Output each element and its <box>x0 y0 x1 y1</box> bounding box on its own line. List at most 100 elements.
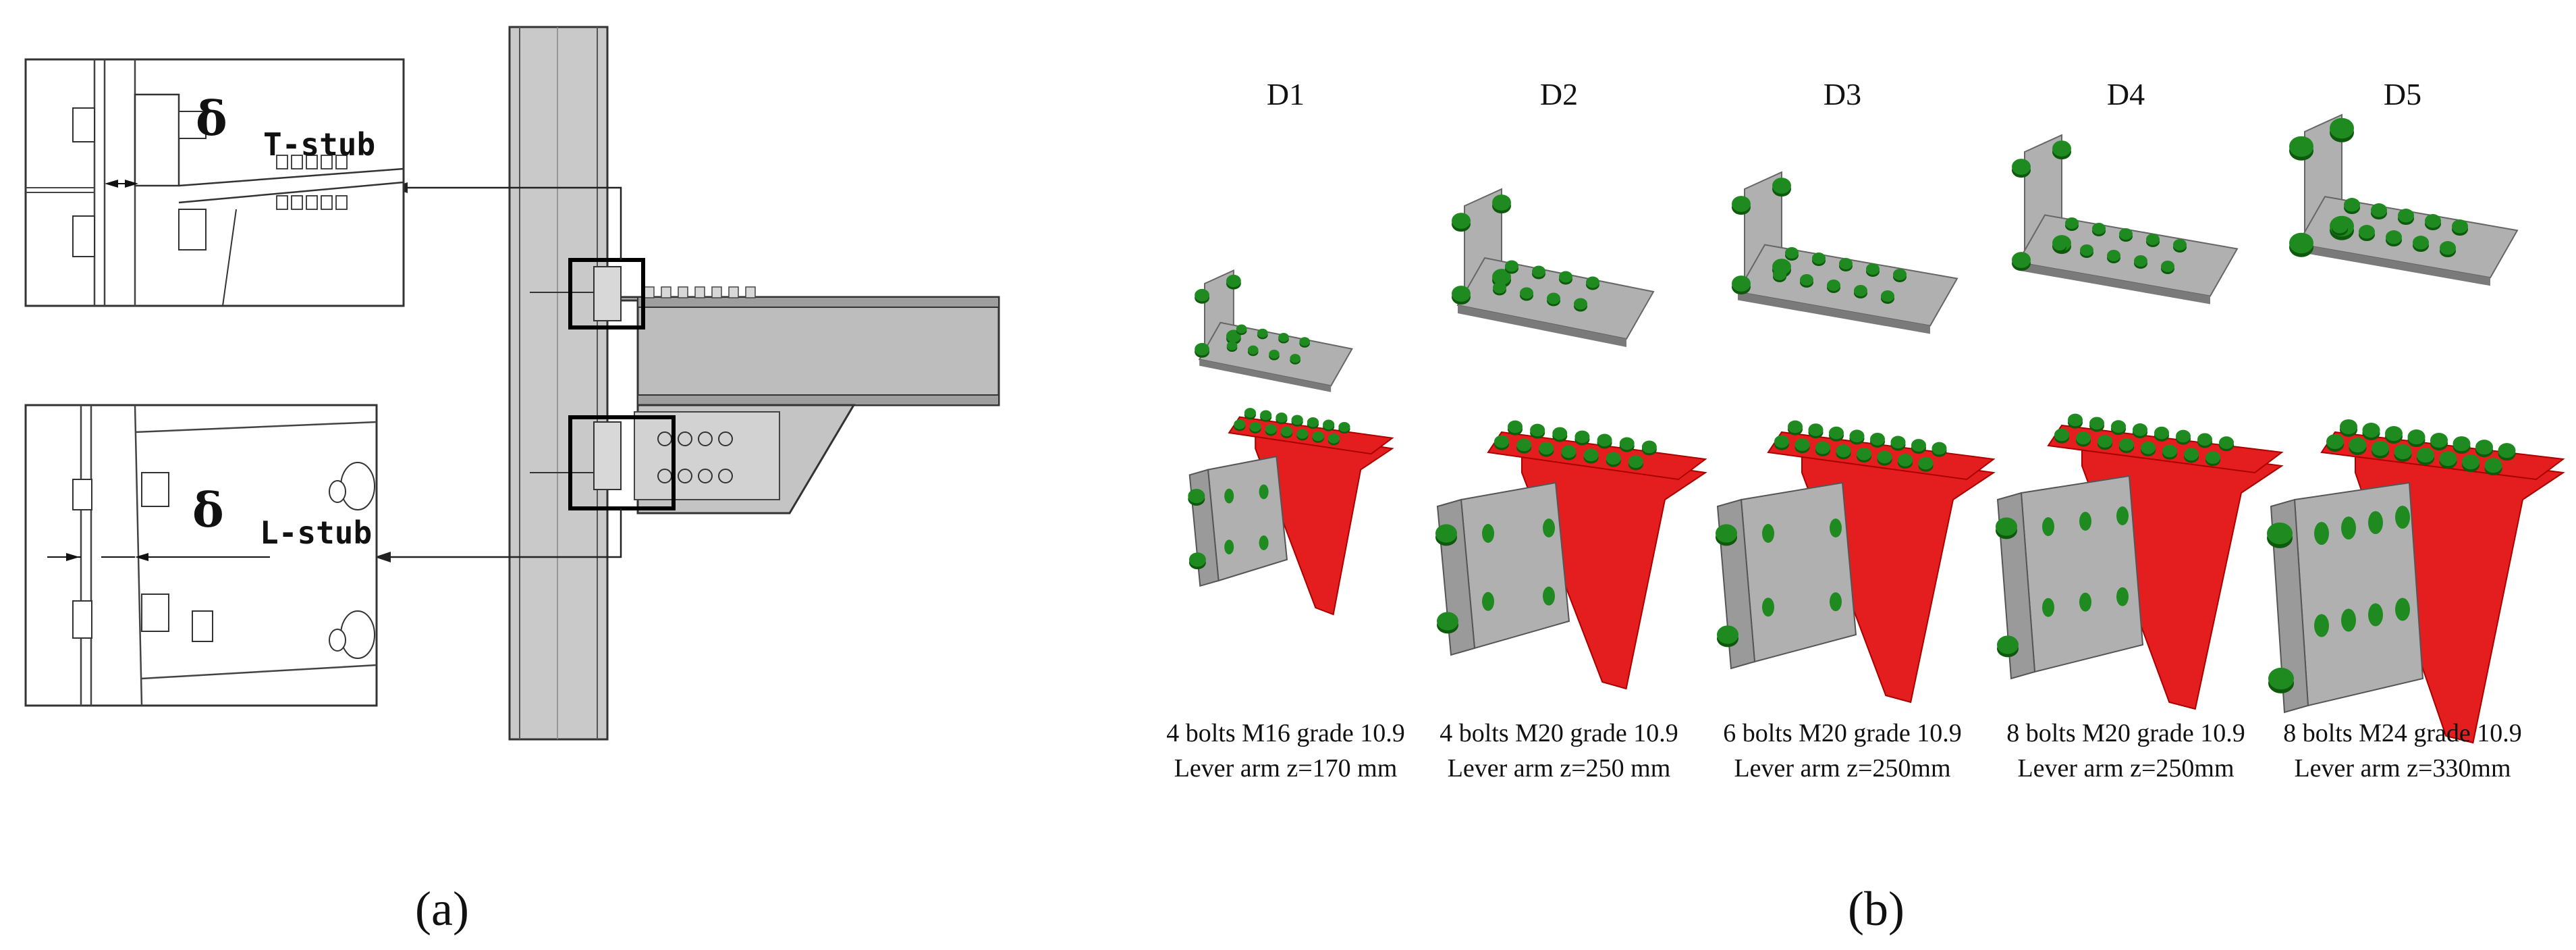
tstub-web-bolt <box>1532 265 1545 278</box>
caption-d2-bolts: 4 bolts M20 grade 10.9 <box>1440 719 1678 747</box>
haunch-flange-bolt <box>2394 444 2412 460</box>
lstub-endplate-bolt <box>2042 517 2054 536</box>
lstub-endplate-bolt <box>2079 512 2091 531</box>
specimen-label-d3: D3 <box>1824 77 1861 111</box>
lstub-endplate-bolt <box>1482 524 1494 543</box>
tstub-web-bolt <box>1520 287 1533 299</box>
haunch-flange-bolt <box>2452 436 2471 452</box>
tstub-web-bolt <box>1493 282 1506 294</box>
haunch-flange-bolt <box>1508 420 1523 433</box>
lstub-column-bolt <box>1997 635 2019 654</box>
lstub-endplate-d1 <box>1207 455 1288 582</box>
t-stub-label: T-stub <box>263 126 375 163</box>
haunch-flange-bolt <box>1606 452 1621 465</box>
caption-d4-lever: Lever arm z=250mm <box>2017 754 2234 783</box>
tstub-web-edge-d2 <box>1458 305 1626 347</box>
tstub-web-bolt <box>2371 203 2387 217</box>
haunch-flange-bolt <box>2475 440 2493 455</box>
l-stub-detail-box <box>568 415 676 510</box>
haunch-flange-bolt <box>2219 436 2234 449</box>
lstub-column-bolt <box>1717 625 1738 644</box>
haunch-flange-bolt <box>1323 419 1335 430</box>
haunch-flange-bolt <box>1552 427 1568 440</box>
tstub-flange-bolt <box>1732 196 1751 212</box>
haunch-flange-bolt <box>1494 435 1509 448</box>
tstub-web-bolt <box>2413 236 2429 250</box>
haunch-flange-bolt <box>2407 429 2426 445</box>
haunch-flange-bolt <box>1829 426 1844 440</box>
tstub-model-d5 <box>2289 113 2519 286</box>
lstub-column-plate-d4 <box>1996 492 2036 680</box>
panel-a-label: (a) <box>415 882 469 936</box>
tstub-web-edge-d5 <box>2298 244 2490 286</box>
tstub-web-bolt <box>1505 260 1518 272</box>
tstub-web-bolt <box>2080 244 2093 256</box>
lstub-column-plate-d5 <box>2270 498 2309 714</box>
haunch-flange-bolt <box>2439 451 2457 467</box>
haunch-flange-bolt <box>1280 426 1293 437</box>
haunch-flange-bolt <box>1296 429 1309 439</box>
haunch-flange-bolt <box>2068 413 2083 427</box>
tstub-flange-bolt <box>1732 275 1751 292</box>
tstub-web-bolt <box>1559 271 1572 283</box>
tstub-web-bolt <box>1800 274 1813 286</box>
lstub-endplate-bolt <box>2368 603 2383 627</box>
lstub-column-bolt <box>1716 524 1737 543</box>
tstub-flange-bolt <box>2012 252 2031 268</box>
haunch-flange-bolt <box>1808 423 1824 436</box>
lstub-endplate-d2 <box>1460 481 1570 650</box>
lstub-column-bolt <box>1996 517 2017 536</box>
tstub-web-bolt <box>2092 223 2106 234</box>
haunch-wedge-d3 <box>1801 444 1996 704</box>
haunch-flange-bolt <box>2197 433 2212 446</box>
haunch-flange-bolt <box>2349 437 2367 453</box>
haunch-flange-bolt <box>1619 437 1635 450</box>
t-stub-detail-box <box>568 258 645 329</box>
haunch-flange-bolt <box>2372 441 2389 456</box>
l-stub-label: L-stub <box>260 514 372 551</box>
lstub-endplate-bolt <box>1762 598 1774 617</box>
tstub-web-bolt <box>2359 225 2375 239</box>
haunch-flange-bolt <box>2176 429 2191 443</box>
haunch-flange-bolt <box>1327 433 1340 444</box>
haunch-flange-bolt <box>2385 426 2403 442</box>
tstub-web-edge-d4 <box>2018 262 2210 305</box>
specimen-label-d1: D1 <box>1267 77 1305 111</box>
tstub-flange-bolt <box>1195 288 1210 302</box>
tstub-web-bolt <box>1290 354 1300 363</box>
tstub-web-bolt <box>2065 217 2079 229</box>
lstub-endplate-bolt <box>1224 488 1234 504</box>
tstub-flange-bolt <box>1226 274 1241 288</box>
lstub-endplate-bolt <box>2314 614 2329 637</box>
tstub-web-bolt <box>2398 209 2414 223</box>
panel-a: δ T-stub δ <box>24 26 1000 936</box>
haunch-flange-bolt <box>1788 420 1803 433</box>
haunch-wedge-d1 <box>1255 427 1394 616</box>
tstub-web-edge-d1 <box>1199 359 1332 392</box>
tstub-model-d3 <box>1732 171 1958 334</box>
lstub-endplate-bolt <box>2395 506 2410 529</box>
haunch-flange-bolt <box>2462 454 2479 470</box>
lstub-column-bolt <box>1188 552 1206 567</box>
haunch-flange-bolt <box>2154 426 2169 440</box>
tstub-flange-bolt <box>2052 140 2071 157</box>
tstub-web-bolt <box>2053 239 2066 250</box>
haunch-flange-bolt <box>1561 445 1577 458</box>
lstub-endplate-bolt <box>1543 586 1555 606</box>
tstub-web-bolt <box>1547 292 1560 305</box>
lstub-endplate-bolt <box>2314 522 2329 545</box>
haunch-flange-bolt <box>1890 436 1906 449</box>
specimen-label-d2: D2 <box>1540 77 1578 111</box>
tstub-model-d1 <box>1195 269 1353 392</box>
tstub-web-bolt <box>1269 349 1280 359</box>
caption-d5-lever: Lever arm z=330mm <box>2294 754 2511 783</box>
haunch-flange-bolt <box>2141 441 2156 454</box>
lstub-model-d3 <box>1716 420 1996 704</box>
steel-beam <box>606 286 1000 514</box>
lstub-endplate-bolt <box>1224 539 1234 555</box>
tstub-web-bolt <box>2440 241 2456 255</box>
lstub-endplate-bolt <box>2395 598 2410 621</box>
tstub-web-bolt <box>1278 332 1289 342</box>
lstub-endplate-bolt <box>1830 519 1842 537</box>
